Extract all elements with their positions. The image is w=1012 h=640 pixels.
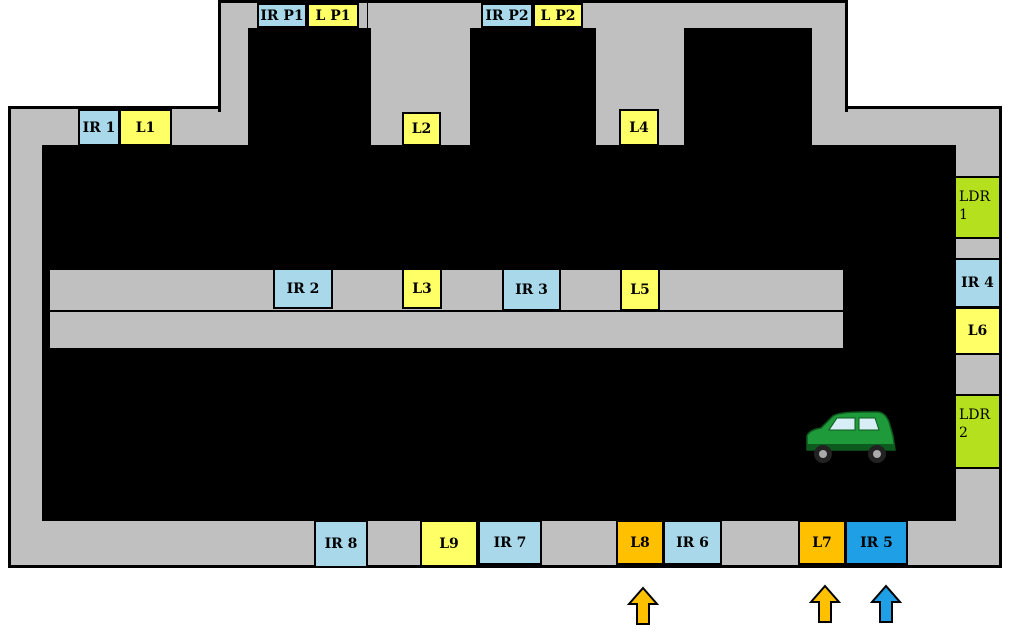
ir-4-sensor: IR 4 — [954, 258, 1001, 308]
arrow-up-icon — [809, 584, 841, 623]
l-p1-led: L P1 — [307, 3, 359, 28]
l3-led: L3 — [402, 268, 442, 309]
l7-led: L7 — [798, 520, 846, 565]
ir-6-sensor: IR 6 — [663, 520, 722, 565]
ir-p1-sensor: IR P1 — [257, 3, 307, 28]
arrow-up-icon — [627, 586, 659, 625]
divider-bottom — [50, 312, 843, 348]
divider-top — [50, 270, 843, 310]
road-bay-3 — [684, 28, 812, 148]
l1-led: L1 — [119, 109, 172, 146]
l6-led: L6 — [954, 307, 1001, 355]
l8-led: L8 — [616, 520, 664, 565]
ir-2-sensor: IR 2 — [273, 268, 333, 309]
l5-led: L5 — [620, 268, 660, 311]
ir-8-sensor: IR 8 — [314, 520, 368, 568]
ir-p2-sensor: IR P2 — [481, 3, 533, 28]
l4-led: L4 — [619, 109, 659, 146]
ir-1-sensor: IR 1 — [78, 109, 120, 146]
l2-led: L2 — [402, 112, 441, 146]
arrow-up-icon — [870, 584, 902, 623]
ir-7-sensor: IR 7 — [478, 520, 542, 565]
ir-3-sensor: IR 3 — [502, 268, 561, 311]
road-bay-2 — [470, 28, 596, 148]
car-icon — [806, 411, 896, 463]
road-bay-1 — [248, 28, 371, 148]
ir-5-sensor: IR 5 — [845, 520, 908, 565]
l-p2-led: L P2 — [533, 3, 583, 28]
l9-led: L9 — [420, 520, 478, 567]
